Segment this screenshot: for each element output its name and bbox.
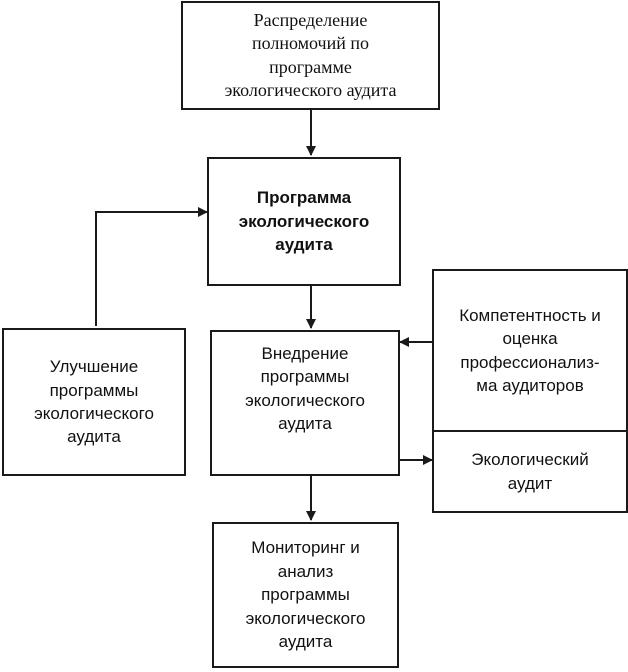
node-implementation: Внедрение программы экологического аудит… [210, 330, 400, 476]
node-monitoring-label: Мониторинг и анализ программы экологичес… [245, 538, 366, 652]
node-eco-audit: Экологический аудит [432, 430, 628, 513]
node-monitoring: Мониторинг и анализ программы экологичес… [212, 522, 399, 668]
node-distribution: Распределение полномочий по программе эк… [181, 1, 440, 110]
node-eco-audit-label: Экологический аудит [471, 450, 589, 493]
node-competence-label: Компетентность и оценка профессионализ- … [459, 305, 601, 395]
node-improvement-label: Улучшение программы экологического аудит… [34, 357, 154, 447]
node-program-label: Программа экологического аудита [238, 188, 370, 255]
node-program: Программа экологического аудита [207, 157, 401, 286]
node-implementation-label: Внедрение программы экологического аудит… [245, 344, 365, 434]
node-improvement: Улучшение программы экологического аудит… [2, 328, 186, 476]
node-distribution-label: Распределение полномочий по программе эк… [224, 9, 397, 100]
node-competence: Компетентность и оценка профессионализ- … [432, 269, 628, 432]
arrow-improvement-to-program [95, 207, 208, 326]
